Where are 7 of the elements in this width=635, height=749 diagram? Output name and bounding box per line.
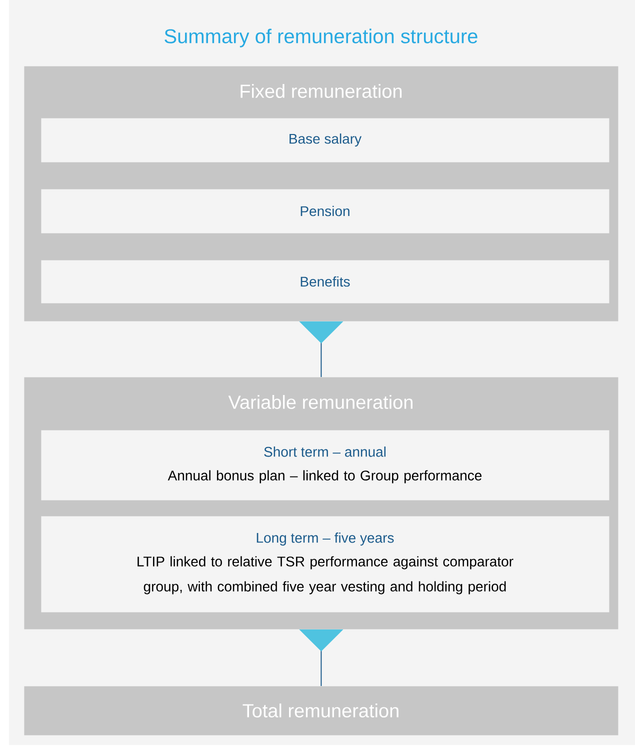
- detail-box: Long term – five years LTIP linked to relative TSR performance against comparator group, with combined five year vesting and holding period: [41, 516, 610, 612]
- item-box: Base salary: [41, 118, 610, 162]
- title: Summary of remuneration structure: [164, 28, 478, 48]
- item-box: Pension: [41, 189, 610, 234]
- item-box: Benefits: [41, 260, 610, 304]
- detail-box: Short term – annual Annual bonus plan – linked to Group performance: [41, 430, 610, 500]
- section-panel: Total remuneration: [24, 686, 618, 736]
